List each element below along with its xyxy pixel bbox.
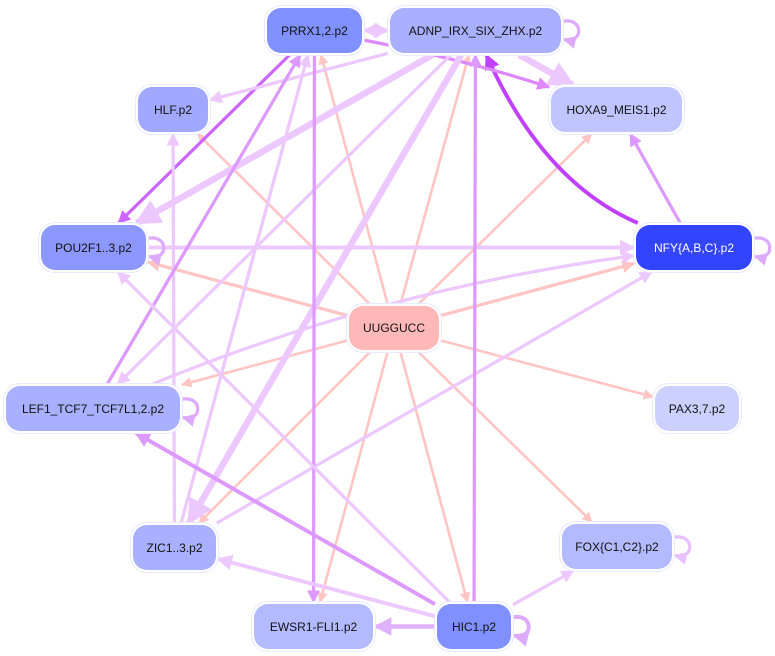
edge [672, 535, 692, 565]
graph-node[interactable]: PAX3,7.p2 [655, 386, 739, 431]
node-label: NFY{A,B,C}.p2 [653, 240, 735, 255]
graph-node[interactable]: HOXA9_MEIS1.p2 [551, 87, 682, 132]
edge [511, 615, 531, 647]
node-label: ZIC1..3.p2 [146, 540, 203, 555]
edge [180, 339, 348, 388]
edge [440, 260, 636, 317]
graph-node[interactable]: EWSR1-FLI1.p2 [254, 604, 373, 649]
edge [216, 270, 653, 525]
graph-node[interactable]: HIC1.p2 [437, 604, 511, 649]
edge [180, 397, 200, 427]
graph-node[interactable]: FOX{C1,C2}.p2 [562, 524, 672, 569]
edge [484, 53, 639, 225]
node-label: EWSR1-FLI1.p2 [269, 619, 358, 634]
edge [363, 38, 551, 90]
node-label: HIC1.p2 [451, 619, 497, 634]
node-label: PRRX1,2.p2 [281, 23, 348, 38]
graph-node[interactable]: PRRX1,2.p2 [267, 8, 362, 53]
node-label: HLF.p2 [153, 102, 193, 117]
node-label: POU2F1..3.p2 [55, 240, 132, 255]
edge [146, 236, 166, 266]
edge [752, 236, 772, 266]
edge [561, 19, 581, 49]
edge [116, 270, 451, 604]
node-label: PAX3,7.p2 [668, 401, 726, 416]
edge [152, 250, 636, 386]
graph-node[interactable]: LEF1_TCF7_TCF7L1,2.p2 [6, 386, 180, 431]
graph-node[interactable]: ADNP_IRX_SIX_ZHX.p2 [390, 8, 561, 53]
edge [208, 51, 389, 104]
graph-node[interactable]: POU2F1..3.p2 [41, 225, 146, 270]
node-label: HOXA9_MEIS1.p2 [566, 102, 667, 117]
edge [628, 132, 682, 224]
edge [117, 53, 291, 225]
edge [185, 53, 465, 526]
edge [399, 53, 472, 305]
node-label: FOX{C1,C2}.p2 [575, 539, 659, 554]
edge [318, 53, 389, 305]
edge [216, 555, 436, 619]
edge [517, 52, 576, 88]
edge [417, 351, 593, 523]
edge [440, 339, 655, 400]
edge [307, 54, 321, 604]
node-label: LEF1_TCF7_TCF7L1,2.p2 [21, 401, 165, 416]
edge [317, 351, 389, 604]
edge [417, 133, 593, 305]
graph-node[interactable]: UUGGUCC [349, 306, 439, 350]
edge [105, 53, 302, 385]
graph-node[interactable]: ZIC1..3.p2 [133, 525, 216, 570]
edge [134, 431, 436, 606]
graph-node[interactable]: HLF.p2 [138, 87, 208, 132]
node-label: ADNP_IRX_SIX_ZHX.p2 [408, 23, 543, 38]
graph-node[interactable]: NFY{A,B,C}.p2 [636, 225, 752, 270]
edge [512, 569, 575, 607]
edge [468, 53, 482, 603]
edge [179, 53, 312, 524]
edge [399, 351, 471, 604]
node-label: UUGGUCC [363, 321, 425, 335]
